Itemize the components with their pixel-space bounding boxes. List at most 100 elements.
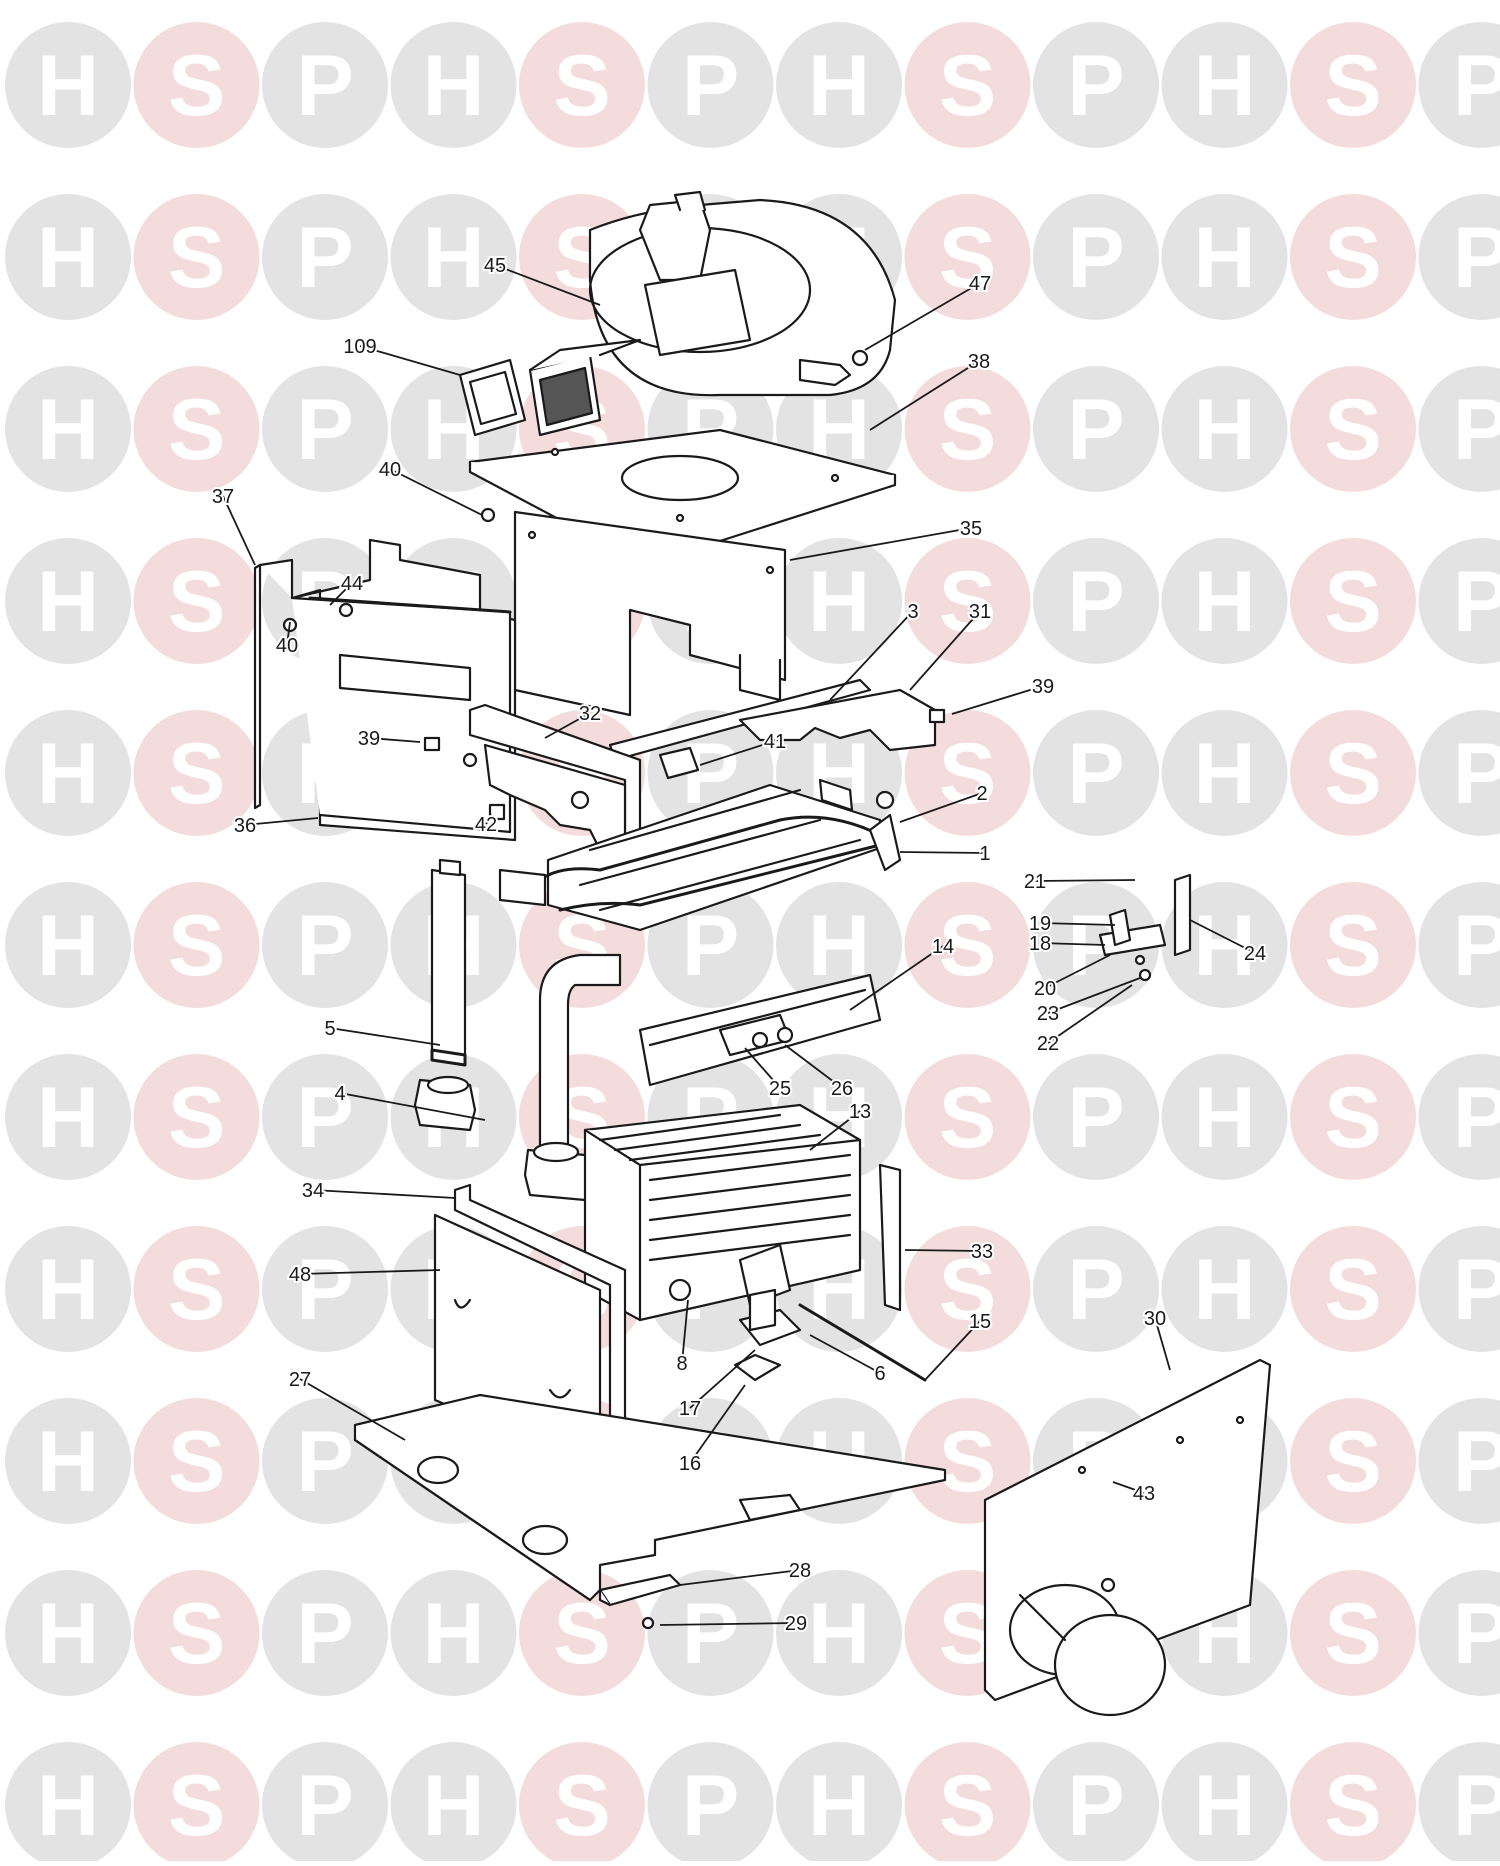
watermark-letter: P xyxy=(296,1586,353,1682)
watermark-letter: H xyxy=(1193,210,1255,306)
part-number-label: 25 xyxy=(769,1078,791,1100)
watermark-letter: S xyxy=(939,1070,996,1166)
part-number-label: 6 xyxy=(874,1363,885,1385)
watermark-letter: H xyxy=(37,554,99,650)
watermark-letter: S xyxy=(553,38,610,134)
part-number-label: 39 xyxy=(358,728,380,750)
part-number-label: 42 xyxy=(475,814,497,836)
leader-line xyxy=(313,1190,455,1198)
part-number-label: 16 xyxy=(679,1453,701,1475)
watermark-letter: S xyxy=(1324,1242,1381,1338)
watermark-letter: H xyxy=(37,1586,99,1682)
watermark-letter: H xyxy=(422,38,484,134)
watermark-letter: H xyxy=(1193,554,1255,650)
watermark-letter: P xyxy=(296,38,353,134)
watermark-letter: S xyxy=(1324,210,1381,306)
watermark-letter: P xyxy=(1067,726,1124,822)
part-number-label: 20 xyxy=(1034,978,1056,1000)
part-number-label: 47 xyxy=(969,273,991,295)
watermark-letter: H xyxy=(808,1758,870,1854)
watermark-letter: S xyxy=(939,1758,996,1854)
watermark-letter: S xyxy=(168,726,225,822)
watermark-letter: P xyxy=(296,1242,353,1338)
watermark-letter: S xyxy=(939,38,996,134)
watermark-letter: H xyxy=(37,382,99,478)
watermark-letter: H xyxy=(37,38,99,134)
part-number-label: 5 xyxy=(324,1018,335,1040)
watermark-letter: S xyxy=(939,1414,996,1510)
watermark-letter: S xyxy=(1324,726,1381,822)
watermark-letter: S xyxy=(1324,382,1381,478)
part-number-label: 40 xyxy=(379,459,401,481)
watermark-letter: S xyxy=(168,382,225,478)
part-number-label: 23 xyxy=(1037,1003,1059,1025)
watermark-letter: P xyxy=(1067,1758,1124,1854)
part-number-label: 33 xyxy=(971,1241,993,1263)
watermark-letter: H xyxy=(1193,1070,1255,1166)
watermark-letter: P xyxy=(1067,1070,1124,1166)
watermark-letter: H xyxy=(1193,382,1255,478)
part-number-label: 36 xyxy=(234,815,256,837)
watermark-letter: P xyxy=(1067,38,1124,134)
part-number-label: 43 xyxy=(1133,1483,1155,1505)
part-number-label: 4 xyxy=(334,1083,345,1105)
watermark-letter: H xyxy=(1193,1242,1255,1338)
watermark-letter: H xyxy=(37,1242,99,1338)
part-number-label: 3 xyxy=(907,601,918,623)
part-number-label: 19 xyxy=(1029,913,1051,935)
watermark-letter: S xyxy=(1324,38,1381,134)
watermark-letter: H xyxy=(422,210,484,306)
watermark-letter: P xyxy=(1067,382,1124,478)
watermark-letter: S xyxy=(168,1070,225,1166)
leader-line xyxy=(900,852,985,853)
part-number-label: 45 xyxy=(484,255,506,277)
watermark-letter: P xyxy=(1453,1586,1500,1682)
watermark-letter: P xyxy=(1067,554,1124,650)
part-number-label: 26 xyxy=(831,1078,853,1100)
watermark-letter: S xyxy=(1324,1414,1381,1510)
part-number-label: 38 xyxy=(968,351,990,373)
part-number-label: 44 xyxy=(341,573,363,595)
watermark-letter: S xyxy=(553,1758,610,1854)
watermark-letter: S xyxy=(939,726,996,822)
watermark-letter: H xyxy=(37,210,99,306)
part-number-label: 41 xyxy=(764,731,786,753)
watermark-letter: H xyxy=(422,1586,484,1682)
watermark-letter: P xyxy=(296,898,353,994)
part-number-label: 29 xyxy=(785,1613,807,1635)
watermark-letter: P xyxy=(296,210,353,306)
watermark-letter: H xyxy=(1193,726,1255,822)
watermark-letter: P xyxy=(1453,210,1500,306)
watermark-letter: S xyxy=(1324,1070,1381,1166)
part-number-label: 30 xyxy=(1144,1308,1166,1330)
watermark-letter: H xyxy=(37,726,99,822)
part-number-label: 2 xyxy=(976,783,987,805)
watermark-letter: P xyxy=(1453,898,1500,994)
watermark-letter: S xyxy=(168,1242,225,1338)
part-number-label: 39 xyxy=(1032,676,1054,698)
part-number-label: 14 xyxy=(932,936,954,958)
part-number-label: 31 xyxy=(969,601,991,623)
watermark-letter: P xyxy=(1453,554,1500,650)
watermark-letter: P xyxy=(296,1758,353,1854)
watermark-letter: P xyxy=(1453,726,1500,822)
watermark-letter: P xyxy=(1453,1758,1500,1854)
watermark-letter: P xyxy=(1453,38,1500,134)
watermark-letter: H xyxy=(1193,38,1255,134)
watermark-letter: P xyxy=(1453,1242,1500,1338)
leader-line xyxy=(330,1028,440,1045)
part-number-label: 27 xyxy=(289,1369,311,1391)
watermark-letter: P xyxy=(296,1414,353,1510)
part-number-label: 37 xyxy=(212,486,234,508)
part-number-label: 109 xyxy=(343,336,376,358)
watermark-letter: P xyxy=(682,1758,739,1854)
watermark-letter: P xyxy=(1067,210,1124,306)
part-number-label: 28 xyxy=(789,1560,811,1582)
watermark-letter: S xyxy=(168,898,225,994)
watermark-letter: H xyxy=(37,1758,99,1854)
watermark-letter: S xyxy=(168,554,225,650)
part-number-label: 8 xyxy=(676,1353,687,1375)
watermark-letter: P xyxy=(682,38,739,134)
watermark-letter: S xyxy=(1324,898,1381,994)
